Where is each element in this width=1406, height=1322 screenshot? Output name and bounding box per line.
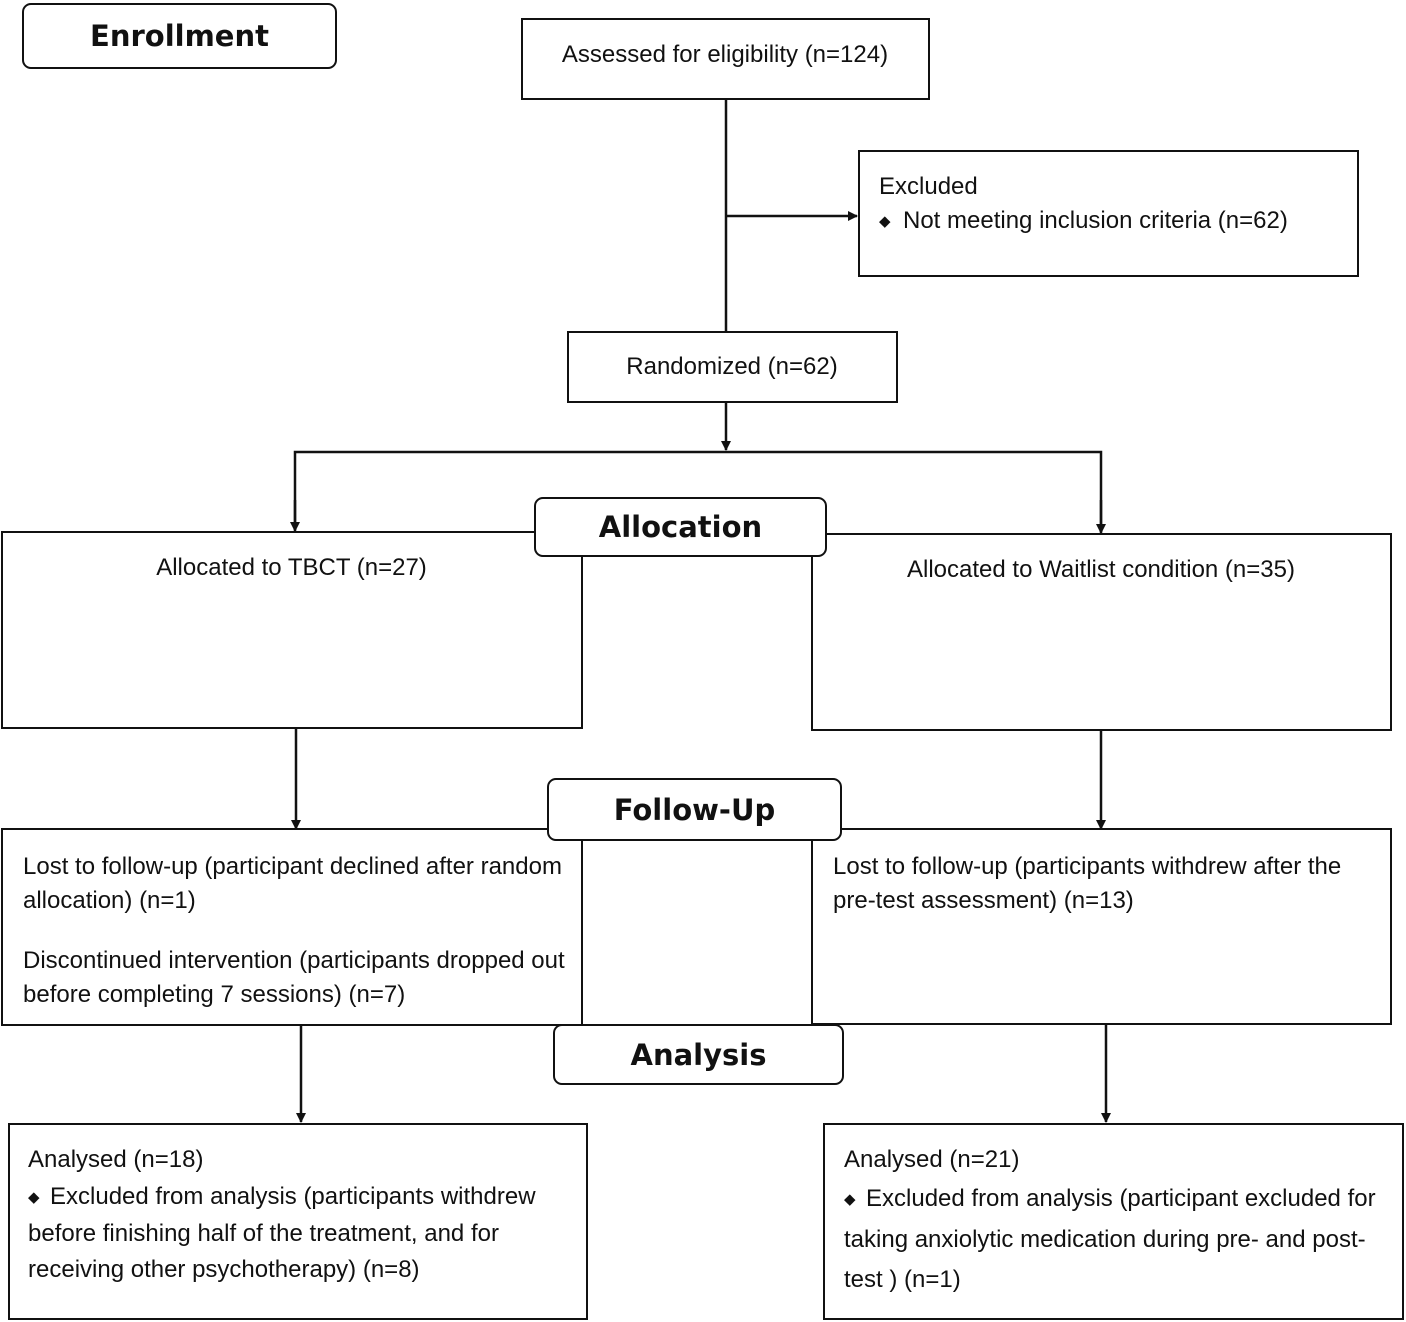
followup-left-discontinued: Discontinued intervention (participants … bbox=[23, 947, 565, 1008]
followup-right-lost: Lost to follow-up (participants withdrew… bbox=[833, 853, 1342, 914]
excluded-title: Excluded bbox=[879, 173, 978, 200]
analysed-right-count: Analysed (n=21) bbox=[844, 1146, 1020, 1173]
allocated-tbct-box: Allocated to TBCT (n=27) bbox=[1, 531, 583, 729]
analysed-right-box: Analysed (n=21) ◆Excluded from analysis … bbox=[823, 1123, 1404, 1320]
randomized-text: Randomized (n=62) bbox=[626, 353, 838, 380]
assessed-box: Assessed for eligibility (n=124) bbox=[521, 18, 930, 100]
allocated-tbct-text: Allocated to TBCT (n=27) bbox=[156, 554, 427, 581]
stage-allocation-label: Allocation bbox=[598, 510, 763, 544]
allocated-waitlist-box: Allocated to Waitlist condition (n=35) bbox=[811, 533, 1392, 731]
randomized-box: Randomized (n=62) bbox=[567, 331, 898, 403]
stage-follow-up-label: Follow-Up bbox=[613, 792, 776, 827]
diamond-bullet-icon: ◆ bbox=[844, 1191, 856, 1208]
diamond-bullet-icon: ◆ bbox=[879, 213, 891, 230]
stage-analysis-label: Analysis bbox=[630, 1037, 767, 1072]
analysed-left-count: Analysed (n=18) bbox=[28, 1146, 204, 1173]
excluded-item-text: Not meeting inclusion criteria (n=62) bbox=[903, 207, 1288, 234]
stage-allocation: Allocation bbox=[534, 497, 827, 557]
allocated-waitlist-text: Allocated to Waitlist condition (n=35) bbox=[907, 556, 1295, 583]
followup-right-box: Lost to follow-up (participants withdrew… bbox=[811, 828, 1392, 1025]
excluded-box: Excluded ◆ Not meeting inclusion criteria… bbox=[858, 150, 1359, 277]
split-line bbox=[293, 450, 1103, 532]
analysed-right-excluded-text: Excluded from analysis (participant excl… bbox=[844, 1185, 1376, 1293]
analysed-left-excluded: ◆Excluded from analysis (participants wi… bbox=[28, 1179, 573, 1288]
diamond-bullet-icon: ◆ bbox=[28, 1189, 40, 1206]
followup-left-lost: Lost to follow-up (participant declined … bbox=[23, 853, 562, 914]
stage-analysis: Analysis bbox=[553, 1024, 844, 1085]
stage-enrollment-label: Enrollment bbox=[90, 19, 269, 53]
analysed-left-excluded-text: Excluded from analysis (participants wit… bbox=[28, 1183, 536, 1283]
analysed-left-box: Analysed (n=18) ◆Excluded from analysis … bbox=[8, 1123, 588, 1320]
excluded-item: ◆ Not meeting inclusion criteria (n=62) bbox=[879, 204, 1288, 239]
analysed-right-excluded: ◆Excluded from analysis (participant exc… bbox=[844, 1179, 1389, 1300]
stage-follow-up: Follow-Up bbox=[547, 778, 842, 841]
stage-enrollment: Enrollment bbox=[22, 3, 337, 69]
assessed-text: Assessed for eligibility (n=124) bbox=[561, 41, 889, 68]
followup-left-box: Lost to follow-up (participant declined … bbox=[1, 828, 583, 1026]
